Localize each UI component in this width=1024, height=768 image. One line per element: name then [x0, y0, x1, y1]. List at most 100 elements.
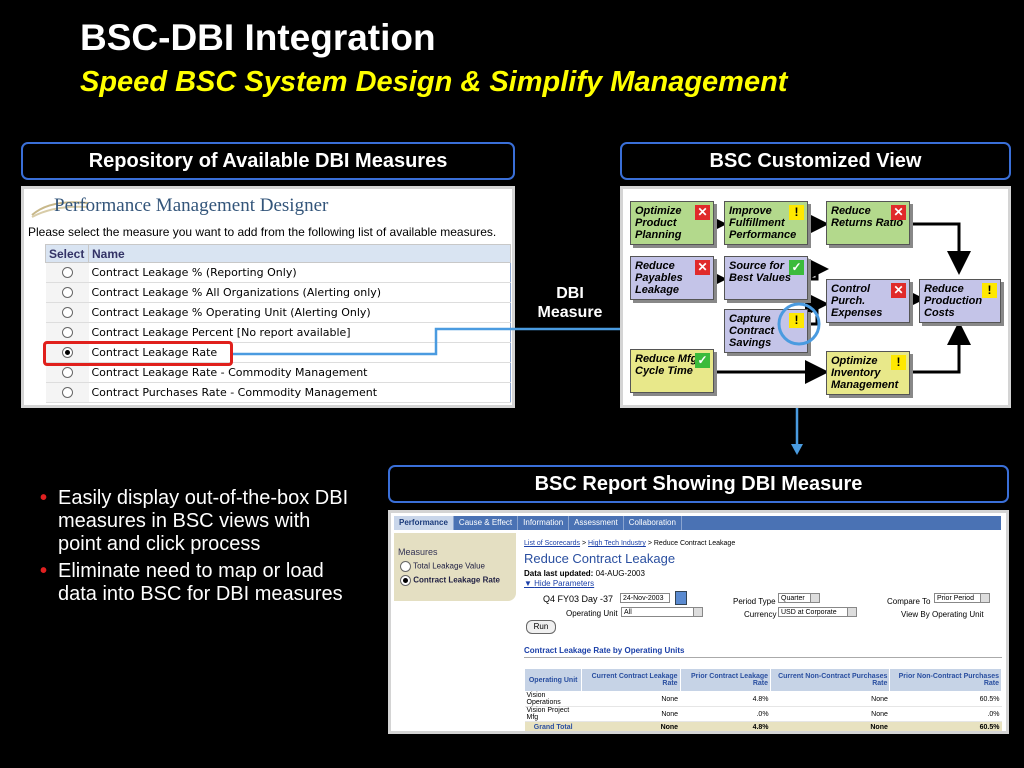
report-table: Operating Unit Current Contract Leakage … — [523, 668, 1002, 731]
map-node-improve-fulfillment-performance[interactable]: Improve Fulfillment Performance ! — [724, 201, 808, 245]
repository-panel: Performance Management Designer Please s… — [21, 186, 515, 408]
tab-cause-effect[interactable]: Cause & Effect — [454, 516, 519, 530]
measures-sidebar: Measures Total Leakage Value Contract Le… — [394, 533, 516, 601]
app-title: Performance Management Designer — [54, 195, 329, 216]
radio-button[interactable] — [61, 287, 73, 298]
slide-title: BSC-DBI Integration — [80, 17, 436, 58]
last-updated: Data last updated: 04-AUG-2003 — [524, 569, 645, 578]
measure-option-total-leakage[interactable]: Total Leakage Value — [400, 561, 485, 572]
tab-assessment[interactable]: Assessment — [569, 516, 624, 530]
table-row: Vision Project Mfg None .0% None .0% — [524, 706, 1002, 722]
dbi-label-line1: DBI — [556, 285, 584, 302]
column-header[interactable]: Current Contract Leakage Rate — [581, 668, 681, 692]
x-mark-icon: ✕ — [891, 283, 906, 298]
calendar-icon[interactable] — [675, 591, 687, 605]
column-header[interactable]: Prior Contract Leakage Rate — [679, 668, 772, 692]
column-header-select: Select — [45, 244, 89, 263]
report-tabs: Performance Cause & Effect Information A… — [394, 516, 1001, 530]
warning-icon: ! — [982, 283, 997, 298]
checkmark-icon: ✓ — [695, 353, 710, 368]
measure-option-contract-leakage-rate[interactable]: Contract Leakage Rate — [400, 575, 500, 586]
x-mark-icon: ✕ — [695, 205, 710, 220]
measure-name: Contract Leakage % All Organizations (Al… — [88, 282, 510, 303]
total-row: Grand Total None 4.8% None 60.5% — [524, 721, 1002, 731]
operating-unit-select[interactable]: All — [621, 607, 703, 617]
breadcrumb: List of Scorecards > High Tech Industry … — [524, 540, 736, 547]
divider — [524, 657, 1002, 658]
table-row[interactable]: Contract Leakage Percent [No report avai… — [45, 322, 510, 343]
highlight-circle — [777, 302, 821, 346]
column-header-name: Name — [88, 244, 511, 263]
period-type-select[interactable]: Quarter — [778, 593, 820, 603]
map-node-control-purch-expenses[interactable]: Control Purch. Expenses ✕ — [826, 279, 910, 323]
column-header[interactable]: Prior Non-Contract Purchases Rate — [889, 668, 1002, 692]
measures-heading: Measures — [398, 547, 438, 557]
table-row[interactable]: Contract Leakage Rate - Commodity Manage… — [45, 362, 510, 383]
bsc-view-header: BSC Customized View — [620, 142, 1011, 180]
map-links — [703, 212, 971, 384]
warning-icon: ! — [789, 205, 804, 220]
radio-button[interactable] — [61, 387, 73, 398]
measure-name: Contract Leakage % (Reporting Only) — [88, 262, 510, 283]
tab-information[interactable]: Information — [518, 516, 570, 530]
table-row[interactable]: Contract Leakage % Operating Unit (Alert… — [45, 302, 510, 323]
bullet-item: •Easily display out-of-the-box DBI measu… — [40, 487, 349, 555]
report-panel: Performance Cause & Effect Information A… — [388, 510, 1009, 734]
bullet-item: •Eliminate need to map or load data into… — [40, 560, 343, 605]
radio-button[interactable] — [400, 561, 411, 572]
checkmark-icon: ✓ — [789, 260, 804, 275]
radio-button[interactable] — [61, 267, 73, 278]
dbi-label-line2: Measure — [537, 304, 603, 321]
tab-performance[interactable]: Performance — [394, 516, 454, 530]
map-node-capture-contract-savings[interactable]: Capture Contract Savings ! — [724, 309, 808, 353]
map-node-optimize-inventory-management[interactable]: Optimize Inventory Management ! — [826, 351, 910, 395]
operating-unit-label: Operating Unit — [566, 609, 618, 618]
currency-select[interactable]: USD at Corporate — [778, 607, 857, 617]
radio-button-selected[interactable] — [400, 575, 411, 586]
tab-collaboration[interactable]: Collaboration — [624, 516, 682, 530]
map-node-reduce-returns-ratio[interactable]: Reduce Returns Ratio ✕ — [826, 201, 910, 245]
map-node-reduce-payables-leakage[interactable]: Reduce Payables Leakage ✕ — [630, 256, 714, 300]
column-header[interactable]: Operating Unit — [523, 668, 583, 692]
period-label: Q4 FY03 Day -37 — [543, 594, 614, 604]
period-type-label: Period Type — [733, 597, 776, 606]
repository-header: Repository of Available DBI Measures — [21, 142, 515, 180]
measure-name: Contract Leakage Rate - Commodity Manage… — [88, 362, 510, 383]
measure-name: Contract Leakage Percent [No report avai… — [88, 322, 510, 343]
slide-subtitle: Speed BSC System Design & Simplify Manag… — [80, 66, 788, 98]
bsc-map-panel: Optimize Product Planning ✕ Improve Fulf… — [620, 186, 1011, 408]
date-field[interactable]: 24-Nov-2003 — [620, 593, 670, 603]
report-title: Reduce Contract Leakage — [524, 551, 676, 566]
measure-name: Contract Purchases Rate - Commodity Mana… — [88, 382, 510, 403]
dbi-measure-label: DBI Measure — [522, 284, 618, 322]
report-header: BSC Report Showing DBI Measure — [388, 465, 1009, 503]
radio-button-selected[interactable] — [61, 347, 73, 358]
map-node-reduce-production-costs[interactable]: Reduce Production Costs ! — [919, 279, 1001, 323]
table-row: Vision Operations None 4.8% None 60.5% — [524, 691, 1002, 707]
table-heading: Contract Leakage Rate by Operating Units — [524, 646, 685, 655]
map-node-optimize-product-planning[interactable]: Optimize Product Planning ✕ — [630, 201, 714, 245]
selected-measure-highlight — [43, 341, 233, 366]
measure-name: Contract Leakage % Operating Unit (Alert… — [88, 302, 510, 323]
compare-to-select[interactable]: Prior Period — [934, 593, 990, 603]
table-row[interactable]: Contract Purchases Rate - Commodity Mana… — [45, 382, 510, 403]
warning-icon: ! — [789, 313, 804, 328]
map-node-reduce-mfg-cycle-time[interactable]: Reduce Mfg. Cycle Time ✓ — [630, 349, 714, 393]
x-mark-icon: ✕ — [695, 260, 710, 275]
warning-icon: ! — [891, 355, 906, 370]
breadcrumb-link-scorecards[interactable]: List of Scorecards — [524, 540, 581, 547]
radio-button[interactable] — [61, 307, 73, 318]
instruction-text: Please select the measure you want to ad… — [28, 225, 497, 239]
map-node-source-for-best-values[interactable]: Source for Best Values ✓ — [724, 256, 808, 300]
breadcrumb-link-industry[interactable]: High Tech Industry — [588, 540, 646, 547]
table-row[interactable]: Contract Leakage % All Organizations (Al… — [45, 282, 510, 303]
currency-label: Currency — [744, 610, 777, 619]
radio-button[interactable] — [61, 327, 73, 338]
column-header[interactable]: Current Non-Contract Purchases Rate — [770, 668, 891, 692]
run-button[interactable]: Run — [526, 620, 556, 634]
hide-parameters-link[interactable]: ▼ Hide Parameters — [524, 579, 595, 588]
bullet-list: •Easily display out-of-the-box DBI measu… — [36, 487, 356, 610]
table-row[interactable]: Contract Leakage % (Reporting Only) — [45, 262, 510, 283]
radio-button[interactable] — [61, 367, 73, 378]
measures-table: Select Name Contract Leakage % (Reportin… — [45, 244, 511, 403]
